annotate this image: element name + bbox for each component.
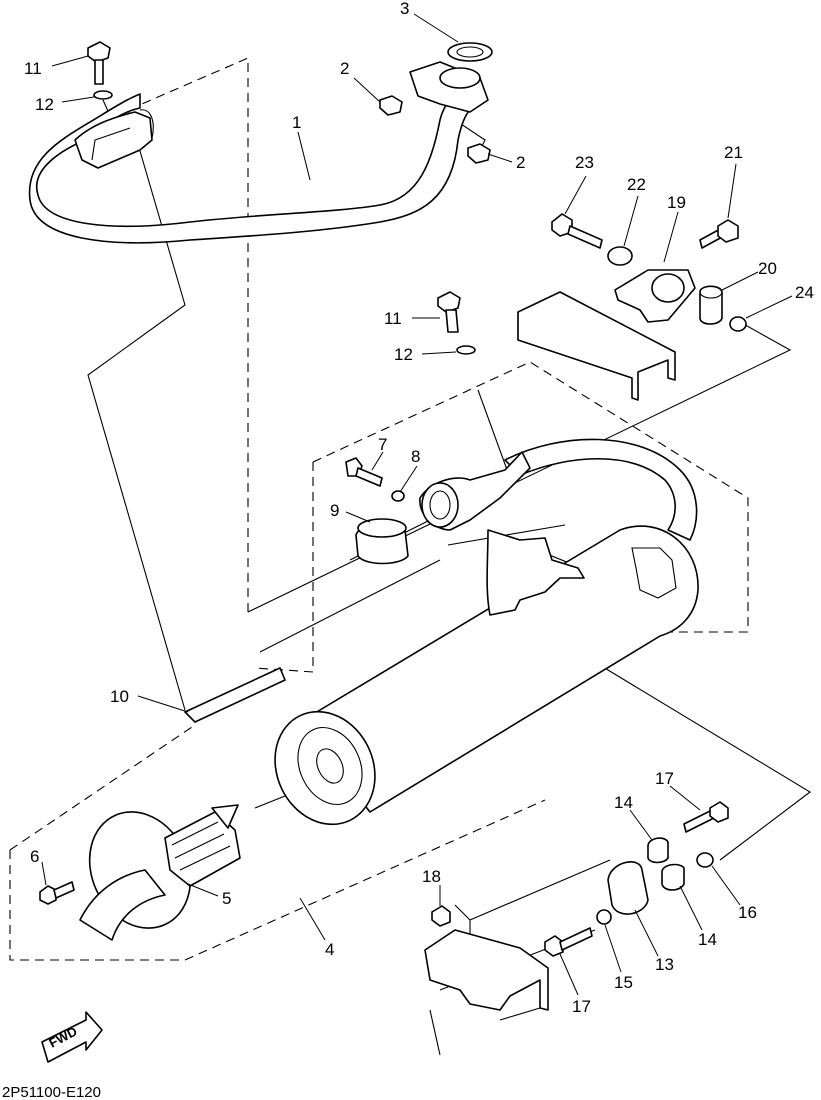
callout-3: 3 [400, 0, 409, 18]
callout-17: 17 [572, 997, 591, 1016]
diagram-code: 2P51100-E120 [2, 1084, 101, 1100]
dashed-assembly-outlines [9, 57, 749, 961]
callout-12: 12 [394, 345, 413, 364]
callout-19: 19 [667, 193, 686, 212]
lower-mount-assembly [424, 801, 729, 1056]
callout-6: 6 [30, 847, 39, 866]
callout-16: 16 [738, 903, 757, 922]
exhaust-header-pipe [28, 41, 493, 244]
callout-14: 14 [698, 930, 717, 949]
callout-23: 23 [575, 153, 594, 172]
fwd-arrow-icon: FWD [41, 1011, 103, 1063]
callout-22: 22 [627, 175, 646, 194]
callout-8: 8 [411, 447, 420, 466]
callout-24: 24 [795, 283, 814, 302]
callout-5: 5 [222, 889, 231, 908]
callout-17: 17 [655, 769, 674, 788]
callout-1: 1 [292, 113, 301, 132]
callout-21: 21 [724, 143, 743, 162]
callout-12: 12 [35, 95, 54, 114]
muffler-body [184, 525, 699, 826]
callout-labels: 3 2 2 11 12 1 23 22 19 21 20 24 11 12 7 … [24, 0, 814, 1016]
callout-2: 2 [516, 153, 525, 172]
spark-arrester [39, 804, 241, 941]
middle-pipe-and-clamp [345, 291, 698, 565]
callout-4: 4 [325, 940, 334, 959]
callout-leader-lines [41, 13, 793, 996]
callout-18: 18 [422, 867, 441, 886]
callout-13: 13 [655, 955, 674, 974]
callout-11: 11 [24, 59, 42, 78]
muffler-bracket-assembly [517, 213, 747, 401]
callout-10: 10 [110, 687, 129, 706]
callout-11: 11 [384, 309, 402, 328]
callout-9: 9 [330, 501, 339, 520]
callout-20: 20 [758, 259, 777, 278]
callout-15: 15 [614, 973, 633, 992]
callout-7: 7 [378, 435, 387, 454]
callout-14: 14 [614, 793, 633, 812]
callout-2: 2 [340, 59, 349, 78]
